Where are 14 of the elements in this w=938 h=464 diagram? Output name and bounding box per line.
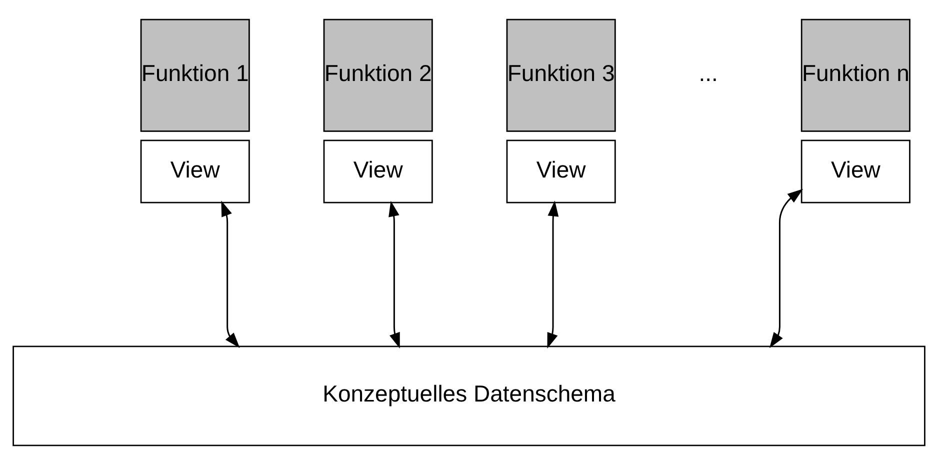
- node-box: View: [506, 139, 616, 203]
- arrow: [221, 200, 240, 348]
- arrow: [547, 200, 559, 348]
- node-box: View: [800, 139, 910, 203]
- node-box: View: [323, 139, 433, 203]
- arrow: [388, 200, 400, 348]
- node-box: View: [140, 139, 250, 203]
- node-box: Funktion n: [800, 18, 910, 132]
- arrow: [769, 188, 804, 348]
- node-box: Funktion 3: [506, 18, 616, 132]
- node-box: Funktion 2: [323, 18, 433, 132]
- node-box: Funktion 1: [140, 18, 250, 132]
- label: ...: [698, 60, 718, 86]
- node-box: Konzeptuelles Datenschema: [12, 345, 926, 446]
